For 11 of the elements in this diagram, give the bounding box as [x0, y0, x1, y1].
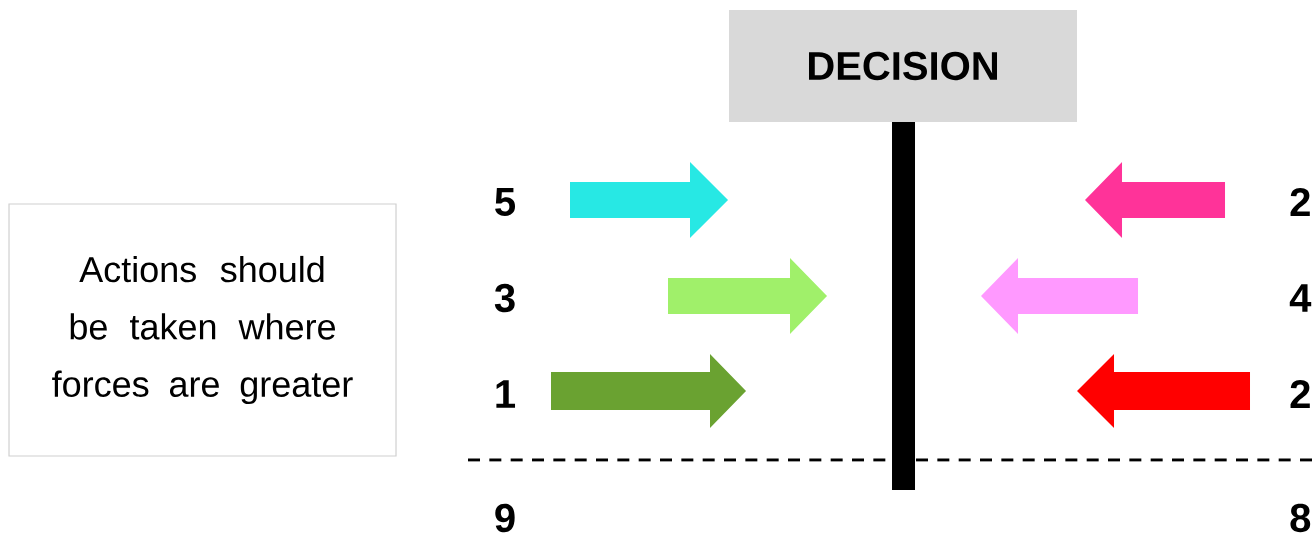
- force-score: 5: [495, 188, 516, 216]
- force-score: 4: [1289, 284, 1312, 312]
- force-score: 9: [495, 503, 515, 533]
- force-score: 8: [1290, 503, 1311, 533]
- force-score: 1: [496, 380, 516, 408]
- force-score: 2: [1290, 188, 1310, 216]
- decision-box: DECISION: [729, 10, 1077, 122]
- note-box: Actions should be taken where forces are greater: [8, 203, 397, 457]
- pole: [892, 122, 915, 490]
- force-score: 3: [494, 283, 515, 313]
- force-score: 2: [1290, 380, 1310, 408]
